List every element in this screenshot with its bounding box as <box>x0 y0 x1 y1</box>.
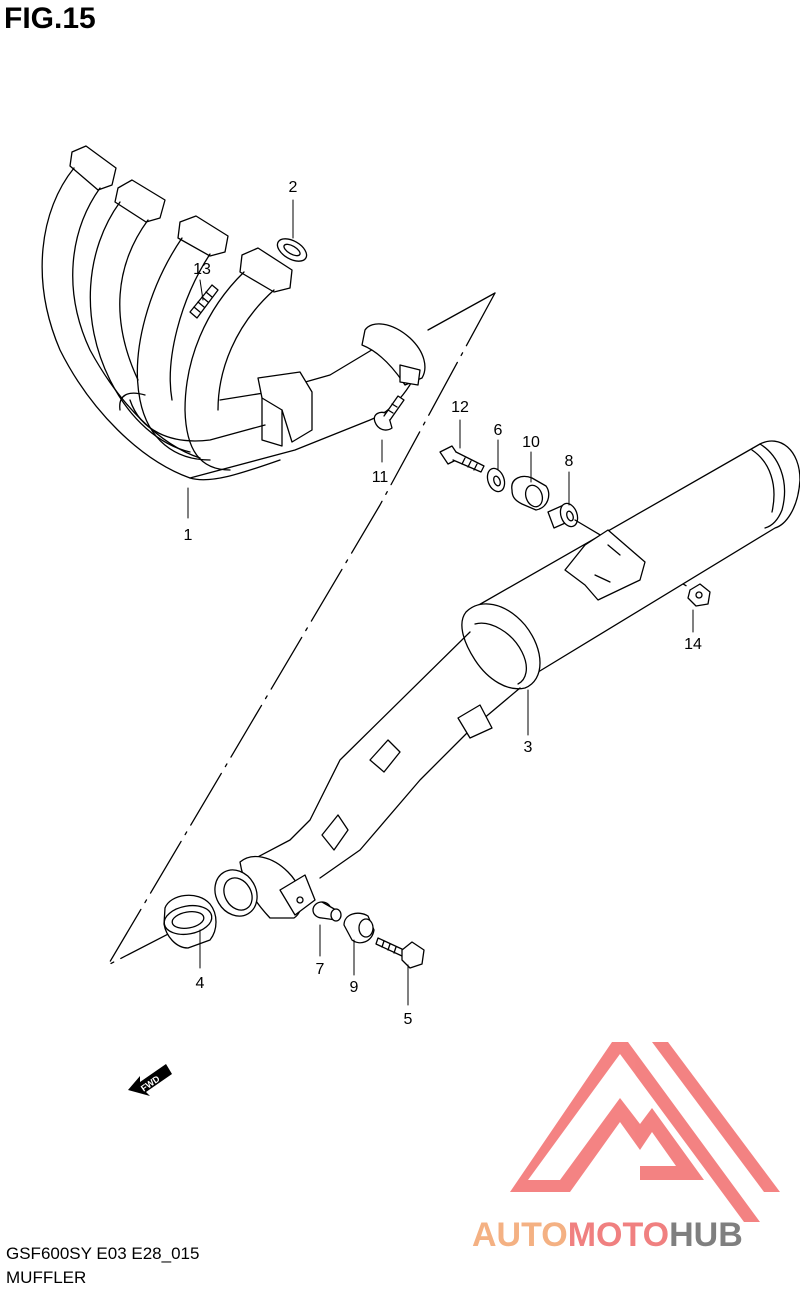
cushion-part-9 <box>343 912 375 944</box>
collar-part-8 <box>547 502 579 529</box>
callout-10: 10 <box>522 434 540 451</box>
callout-7: 7 <box>316 961 325 978</box>
figure-title: FIG.15 <box>4 2 96 35</box>
callout-numbers: 1 2 3 4 5 6 7 8 9 10 11 12 13 14 <box>184 179 702 1028</box>
bolt-part-11 <box>373 395 405 431</box>
automotohub-logo-icon <box>510 1042 780 1222</box>
gasket-part-2 <box>276 238 308 262</box>
stud-bolt-part-13 <box>189 284 219 319</box>
callout-9: 9 <box>350 979 359 996</box>
callout-leader-lines <box>187 199 694 1006</box>
svg-text:AUTOMOTOHUB: AUTOMOTOHUB <box>472 1216 743 1254</box>
figure-name: MUFFLER <box>6 1268 87 1287</box>
callout-2: 2 <box>289 179 298 196</box>
collar-part-7 <box>312 901 342 922</box>
figure-code: GSF600SY E03 E28_015 <box>6 1244 200 1263</box>
forward-direction-arrow-icon: FWD <box>128 1064 172 1096</box>
cushion-part-10 <box>511 475 550 511</box>
washer-part-6 <box>486 467 506 493</box>
exhaust-pipe-assembly <box>41 145 426 481</box>
callout-3: 3 <box>524 739 533 756</box>
callout-5: 5 <box>404 1011 413 1028</box>
callout-4: 4 <box>196 975 205 992</box>
callout-12: 12 <box>451 399 469 416</box>
muffler-gasket-part-4 <box>163 894 217 949</box>
bolt-part-12 <box>439 445 485 473</box>
automotohub-watermark: AUTOMOTOHUB <box>472 1042 780 1254</box>
callout-11: 11 <box>372 469 389 486</box>
callout-1: 1 <box>184 527 193 544</box>
assembly-guide-lines <box>107 292 496 966</box>
nut-part-14 <box>687 583 711 607</box>
bolt-part-5 <box>375 937 425 969</box>
watermark-moto: MOTO <box>568 1216 669 1254</box>
watermark-hub: HUB <box>669 1216 743 1254</box>
muffler-part-3 <box>214 440 800 919</box>
callout-8: 8 <box>565 453 574 470</box>
callout-13: 13 <box>193 261 211 278</box>
watermark-auto: AUTO <box>472 1216 568 1254</box>
callout-6: 6 <box>494 422 503 439</box>
callout-14: 14 <box>684 636 702 653</box>
